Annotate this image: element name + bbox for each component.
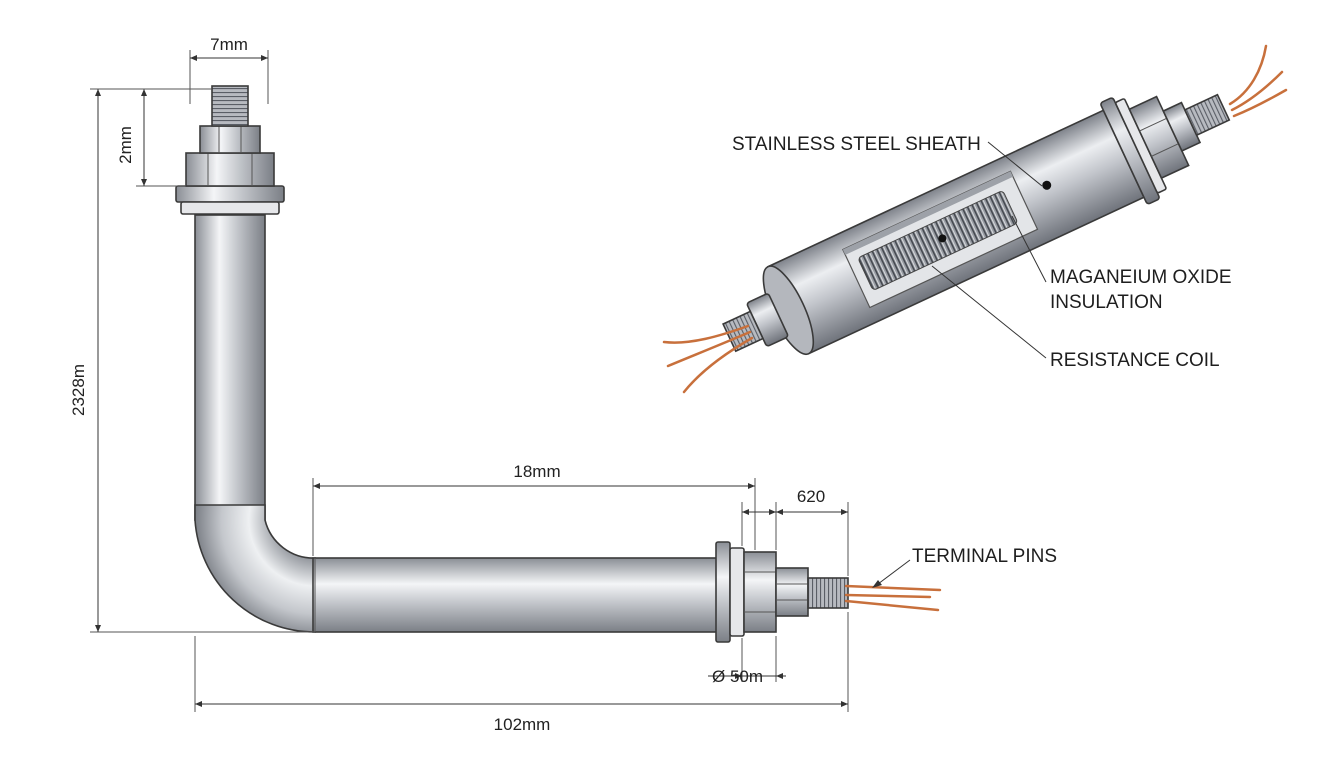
dim-top-nut-height: 2mm bbox=[116, 126, 135, 164]
dim-overall-width: 102mm bbox=[494, 715, 551, 734]
end-nut bbox=[743, 551, 777, 633]
vertical-tube bbox=[194, 214, 266, 521]
resistance-coil bbox=[858, 191, 1018, 290]
horizontal-tube bbox=[312, 557, 719, 633]
cutaway-leads-left bbox=[662, 324, 754, 394]
top-fitting bbox=[175, 85, 285, 215]
dimension-lines: 7mm 2mm 2328m 18mm 620 Ø 50m bbox=[69, 35, 849, 734]
top-washer bbox=[175, 185, 285, 203]
label-insulation-line1: MAGANEIUM OXIDE bbox=[1050, 267, 1232, 288]
label-resistance-coil: RESISTANCE COIL bbox=[1050, 350, 1220, 371]
end-fitting bbox=[715, 541, 849, 643]
label-terminal-pins: TERMINAL PINS bbox=[912, 546, 1057, 567]
callout-sheath: STAINLESS STEEL SHEATH bbox=[732, 134, 1043, 187]
top-thread bbox=[211, 85, 249, 127]
dim-horizontal-run: 18mm bbox=[513, 462, 560, 481]
top-nut bbox=[185, 152, 275, 187]
cutaway-thread-right bbox=[1183, 93, 1231, 137]
cutaway-leads-right bbox=[1228, 44, 1288, 118]
callout-terminal-pins: TERMINAL PINS bbox=[872, 546, 1057, 588]
elbow-bend bbox=[194, 504, 316, 633]
cutaway-view bbox=[662, 44, 1288, 394]
l-heating-element bbox=[175, 85, 942, 643]
terminal-pins bbox=[844, 584, 942, 612]
callout-coil: RESISTANCE COIL bbox=[931, 265, 1220, 371]
label-insulation-line2: INSULATION bbox=[1050, 292, 1163, 313]
dim-top-thread-width: 7mm bbox=[210, 35, 248, 54]
end-washer bbox=[715, 541, 731, 643]
cutaway-thread-left bbox=[722, 310, 765, 353]
end-thread bbox=[807, 577, 849, 609]
label-stainless-steel-sheath: STAINLESS STEEL SHEATH bbox=[732, 134, 981, 155]
dim-fitting-length: 620 bbox=[797, 487, 825, 506]
dim-diameter: Ø 50m bbox=[712, 667, 763, 686]
callout-insulation: MAGANEIUM OXIDE INSULATION bbox=[1011, 215, 1232, 313]
dim-overall-height: 2328m bbox=[69, 364, 88, 416]
